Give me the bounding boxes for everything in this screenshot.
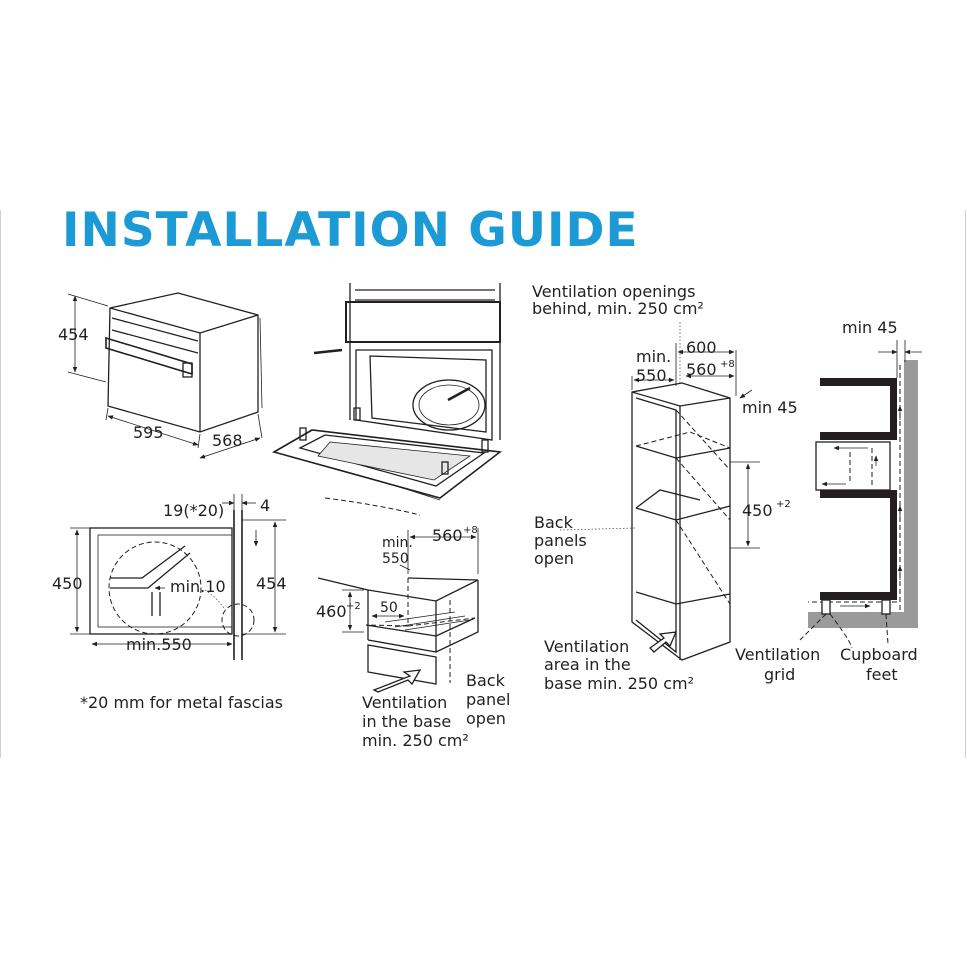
cross-section-drawing [89,510,255,660]
cs-footnote: *20 mm for metal fascias [80,693,283,712]
oven-height-dim [67,293,109,383]
oven-width-dim [105,407,201,449]
tc-depth-min-label: min. [636,347,671,366]
tc-niche-label: 450 [742,501,773,520]
under-counter-dims [342,528,479,693]
right-frame-line [965,210,966,758]
tc-vent-behind-line-1: Ventilation openings [532,282,695,301]
tc-vent-area-line-1: Ventilation [544,637,629,656]
uc-vent-line-2: in the base [362,712,451,731]
oven-width-label: 595 [133,423,164,442]
sec-vent-grid-line-1: Ventilation [735,645,820,664]
tall-cabinet-dims [631,343,760,549]
oven-depth-dim [199,413,263,459]
cs-height-right-label: 454 [256,574,287,593]
cs-width-label: min.550 [126,635,192,654]
cs-top-b-label: 4 [260,496,270,515]
cs-top-a-label: 19(*20) [163,501,224,520]
oven-depth-label: 568 [212,431,243,450]
uc-width-label: 560 [432,526,463,545]
tc-vent-area-line-2: area in the [544,655,631,674]
tc-back-line-3: open [534,549,574,568]
uc-width-tol: +8 [463,525,478,536]
uc-back-line-2: panel [466,690,510,709]
uc-depth-label: 50 [380,600,398,616]
uc-height-label: 460 [316,602,347,621]
tc-width-label: 560 [686,360,717,379]
tc-depth-min-value: 550 [636,366,667,385]
sec-feet-line-1: Cupboard [840,645,918,664]
under-counter-drawing [317,577,479,685]
oven-drawing [105,292,263,433]
uc-back-line-1: Back [466,671,506,690]
niche-installation-drawing [271,283,503,516]
uc-min-label: min. [382,535,413,551]
sec-vent-grid-line-2: grid [764,665,795,684]
tc-niche-tol: +2 [776,499,791,510]
tc-vent-behind-line-2: behind, min. 250 cm² [532,299,704,318]
uc-height-tol: +2 [346,601,361,612]
uc-min-value: 550 [382,551,409,567]
tall-cabinet-drawing [559,322,731,661]
uc-vent-line-3: min. 250 cm² [362,731,469,750]
airflow-section-drawing [799,360,918,649]
tc-side-label: min 45 [742,398,798,417]
uc-vent-line-1: Ventilation [362,693,447,712]
left-frame-line [0,210,1,758]
sec-feet-line-2: feet [866,665,898,684]
tc-depth-label: 600 [686,338,717,357]
tc-vent-area-line-3: base min. 250 cm² [544,674,694,693]
uc-back-line-3: open [466,709,506,728]
oven-height-label: 454 [58,325,89,344]
tc-back-line-2: panels [534,531,587,550]
cross-section-dims [70,494,286,647]
sec-top-label: min 45 [842,318,898,337]
tc-width-tol: +8 [720,359,735,370]
cs-gap-label: min.10 [170,577,226,596]
cs-height-left-label: 450 [52,574,83,593]
tc-back-line-1: Back [534,513,574,532]
airflow-section-dims [878,340,922,378]
page-title: INSTALLATION GUIDE [62,203,639,258]
